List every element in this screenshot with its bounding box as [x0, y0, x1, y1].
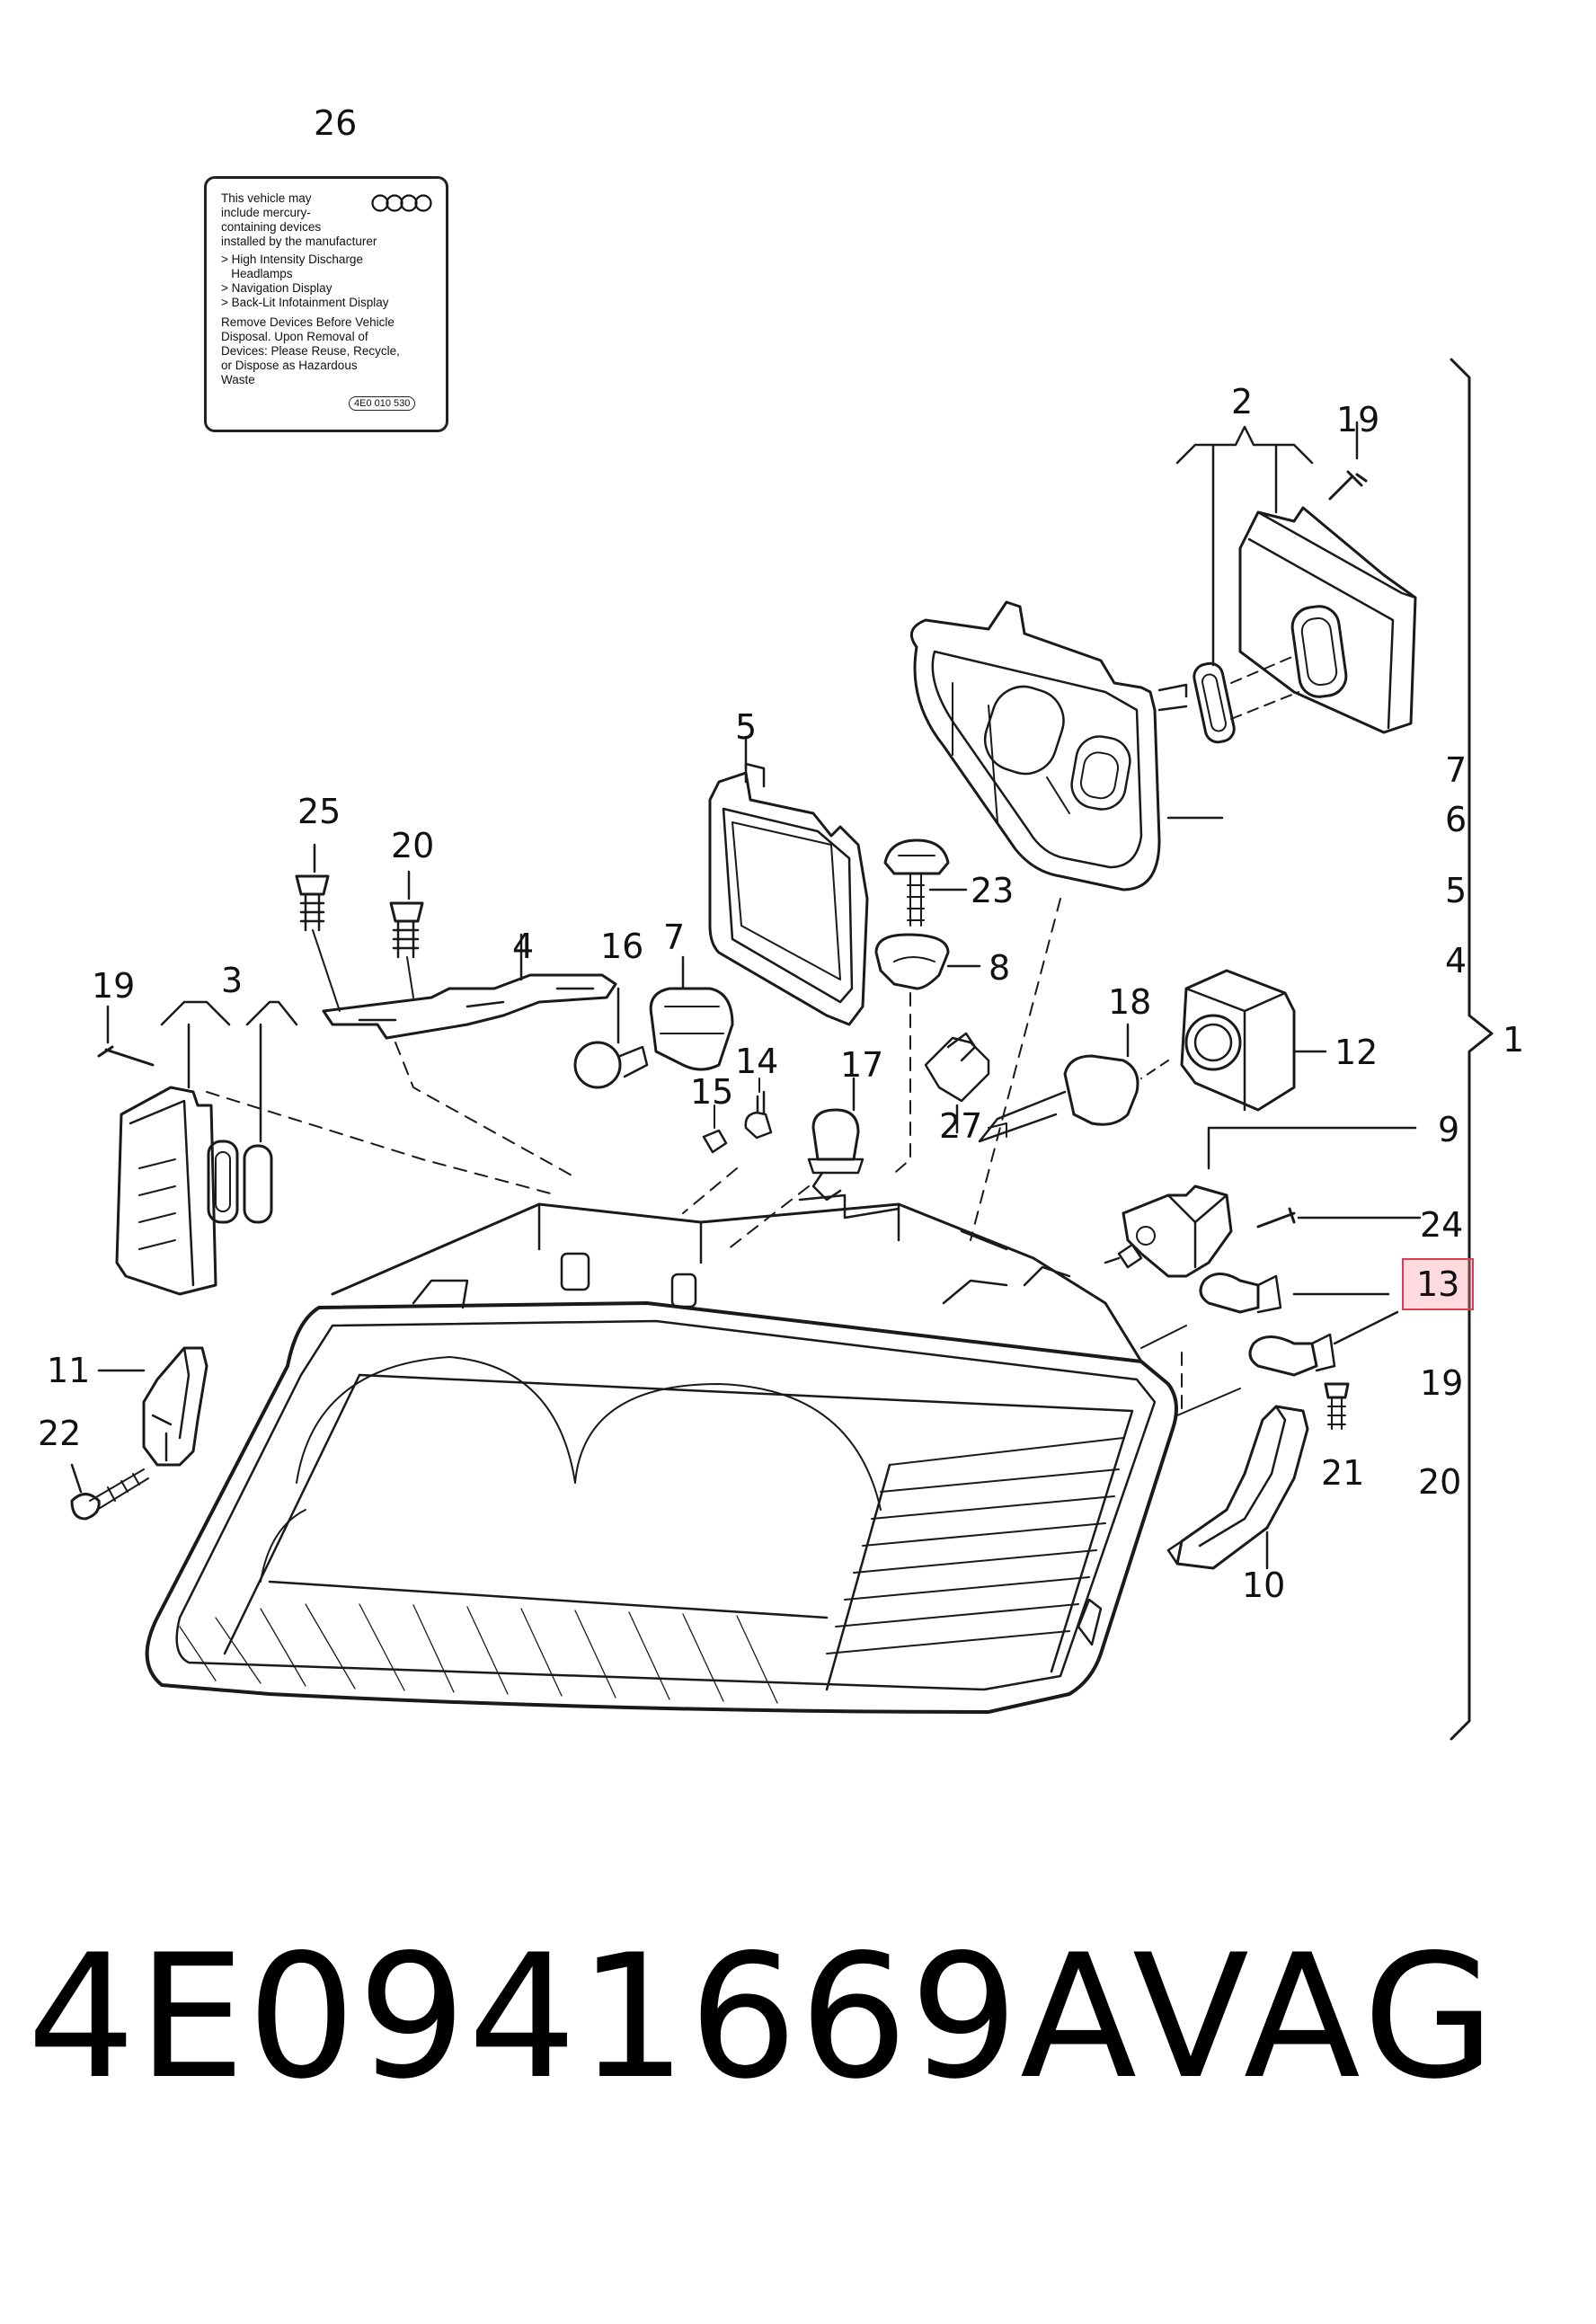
bulb-14	[744, 1078, 773, 1140]
callout-10: 10	[1242, 1566, 1286, 1605]
label-line: This vehicle may	[221, 191, 312, 205]
callout-7: 7	[663, 918, 686, 957]
label-line: > Navigation Display	[221, 281, 332, 295]
left-control-module	[97, 1000, 558, 1296]
grommet-8	[874, 933, 981, 1178]
label-line: include mercury-	[221, 206, 311, 219]
brand-name: VAG	[1132, 1918, 1501, 2116]
callout-13-highlighted[interactable]: 13	[1402, 1258, 1475, 1310]
headlamp-housing	[145, 1193, 1178, 1714]
callout-9: 9	[1438, 1110, 1460, 1149]
callout-4-right: 4	[1445, 941, 1467, 980]
connector-11	[97, 1346, 208, 1467]
callout-19-right: 19	[1420, 1363, 1464, 1403]
bulb-15	[702, 1104, 728, 1154]
screw-25	[295, 874, 341, 1012]
group-bracket	[1450, 358, 1494, 1741]
callout-14: 14	[735, 1042, 779, 1081]
label-part-code: 4E0 010 530	[349, 396, 416, 411]
label-line: Devices: Please Reuse, Recycle,	[221, 344, 400, 358]
screw-22	[70, 1463, 149, 1521]
ballast-module	[1175, 421, 1417, 744]
callout-5-right: 5	[1445, 871, 1467, 910]
igniter-12	[1140, 969, 1327, 1112]
callout-24: 24	[1420, 1205, 1464, 1245]
left-lower-parts	[70, 1346, 208, 1521]
label-line: Remove Devices Before Vehicle	[221, 315, 395, 329]
screw-21	[1324, 1382, 1350, 1430]
label-line: or Dispose as Hazardous	[221, 359, 358, 372]
callout-4: 4	[512, 927, 535, 966]
part-number: 4E0941669A	[27, 1918, 1139, 2116]
bulb-13-a	[1199, 1273, 1282, 1314]
bulb-13-b	[1248, 1333, 1336, 1377]
mounting-bracket	[295, 843, 617, 1178]
callout-1: 1	[1503, 1020, 1525, 1060]
callout-16: 16	[600, 927, 644, 966]
label-line: containing devices	[221, 220, 322, 234]
callout-2: 2	[1231, 382, 1254, 421]
label-text-block: This vehicle may include mercury- contai…	[221, 191, 446, 387]
bulb-socket-7	[649, 955, 734, 1071]
callout-18: 18	[1108, 982, 1152, 1022]
callout-23: 23	[971, 871, 1015, 910]
callout-19-left: 19	[92, 966, 136, 1006]
callout-15: 15	[690, 1072, 734, 1112]
callout-20-right: 20	[1418, 1462, 1462, 1502]
bulbs-group	[573, 955, 864, 1250]
bulb-16	[573, 987, 649, 1089]
callout-3: 3	[221, 961, 244, 1000]
bulb-17	[807, 1077, 864, 1202]
screw-20	[389, 901, 424, 998]
callout-8: 8	[989, 948, 1011, 988]
callout-12: 12	[1334, 1033, 1379, 1072]
clip-27	[924, 1032, 990, 1134]
seal-frame	[708, 735, 869, 1026]
callout-7-right: 7	[1445, 750, 1467, 790]
screw-24	[1256, 1207, 1422, 1229]
bracket-10	[1166, 1405, 1309, 1570]
hid-bulb-18	[978, 1023, 1139, 1143]
label-line: Disposal. Upon Removal of	[221, 330, 368, 343]
callout-22: 22	[38, 1414, 82, 1453]
callout-19-top: 19	[1336, 400, 1380, 439]
label-line: installed by the manufacturer	[221, 235, 377, 248]
label-line: Headlamps	[221, 267, 293, 280]
rear-cover-frame	[909, 600, 1224, 1241]
callout-20: 20	[391, 826, 435, 865]
callout-21: 21	[1321, 1453, 1365, 1493]
four-rings-logo-icon	[371, 194, 432, 212]
footer: 4E0941669A VAG	[27, 1932, 1573, 2220]
callout-27: 27	[939, 1106, 983, 1146]
levelling-motor-9	[1104, 1126, 1417, 1278]
label-line: > High Intensity Discharge	[221, 253, 363, 266]
callout-25: 25	[297, 792, 341, 831]
adjuster-parts	[874, 838, 990, 1178]
label-line: > Back-Lit Infotainment Display	[221, 296, 389, 309]
right-side-parts	[978, 969, 1422, 1570]
callout-6-right: 6	[1445, 800, 1467, 839]
screw-23	[883, 838, 968, 927]
callout-5: 5	[735, 707, 758, 747]
callout-17: 17	[840, 1045, 884, 1085]
callout-26: 26	[314, 103, 358, 143]
mercury-warning-label: This vehicle may include mercury- contai…	[204, 176, 448, 432]
label-line: Waste	[221, 373, 255, 386]
callout-11: 11	[47, 1351, 91, 1390]
